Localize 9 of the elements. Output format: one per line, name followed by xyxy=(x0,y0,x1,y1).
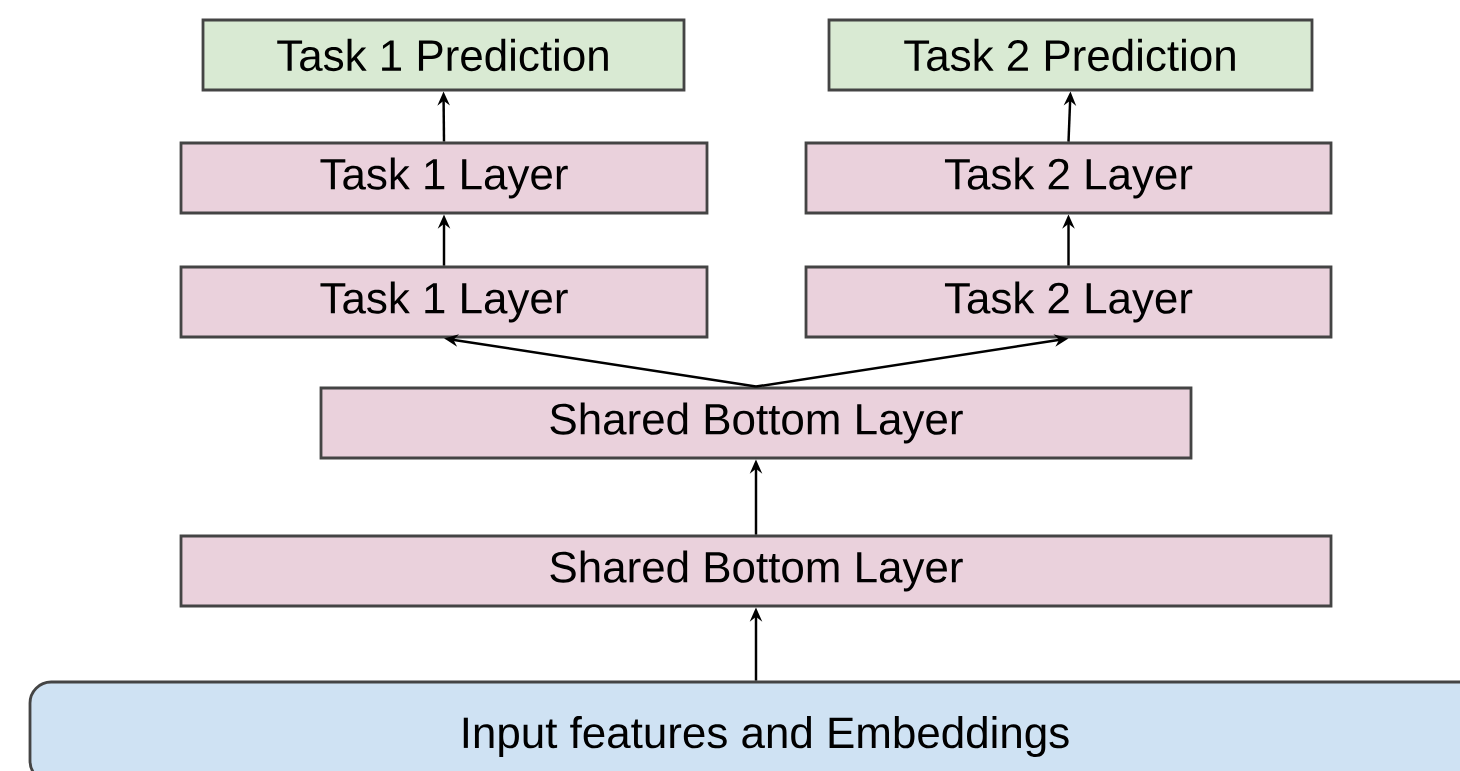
layer-box: Task 1 Layer xyxy=(179,141,709,215)
layer-box: Shared Bottom Layer xyxy=(319,386,1193,460)
prediction-box: Task 1 Prediction xyxy=(201,18,686,92)
layer-box: Task 2 Layer xyxy=(804,265,1333,339)
prediction-box: Task 2 Prediction xyxy=(827,18,1314,92)
layer-box: Shared Bottom Layer xyxy=(179,534,1333,608)
input-box: Input features and Embeddings xyxy=(28,680,1460,771)
layer-box: Task 1 Layer xyxy=(179,265,709,339)
layer-box: Task 2 Layer xyxy=(804,141,1333,215)
